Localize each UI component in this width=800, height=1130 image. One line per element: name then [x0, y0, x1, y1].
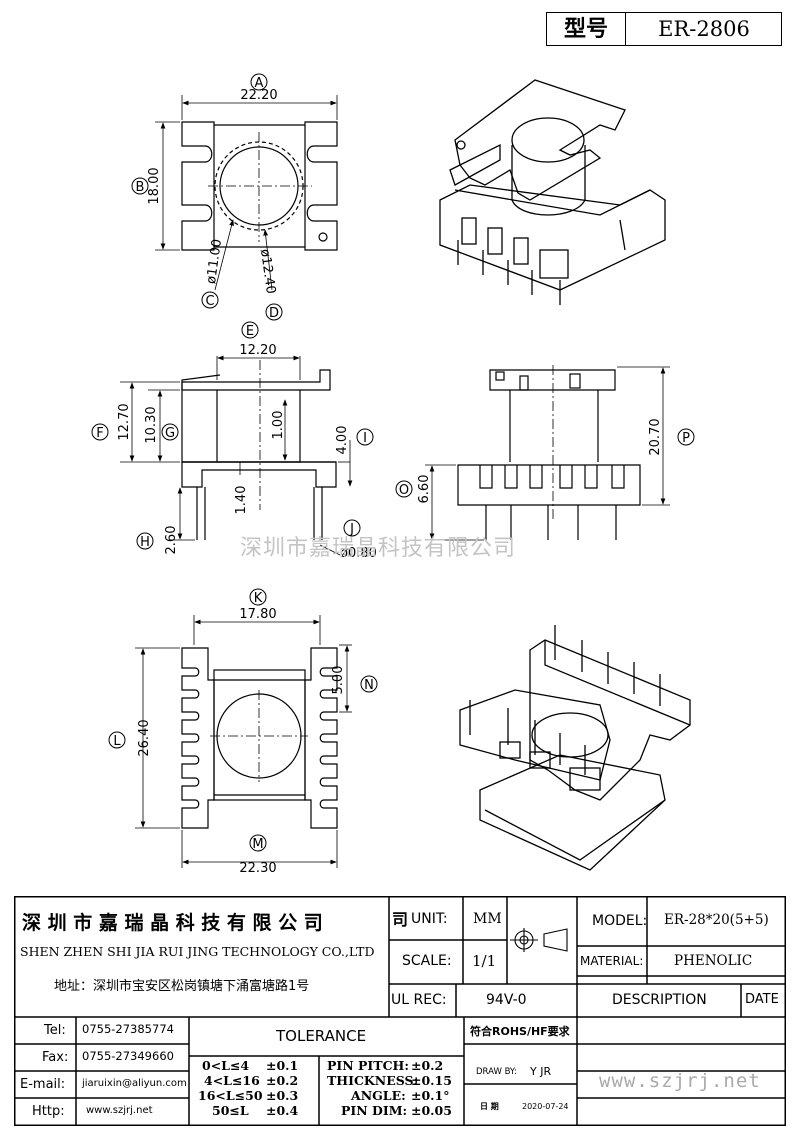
dim-A-letter: A [255, 76, 264, 91]
dim-L-value: 26.40 [137, 719, 152, 756]
unit-label: UNIT: [411, 911, 448, 927]
dim-J-letter: J [349, 522, 354, 537]
contact-tel-value: 0755-27385774 [82, 1022, 174, 1036]
top-view [131, 73, 338, 321]
contact-email-value: jiaruixin@aliyun.com [82, 1078, 187, 1089]
param-pin-dim-tol: ±0.05 [411, 1103, 452, 1118]
dim-D-value: ø12.40 [257, 248, 278, 295]
dim-J-value: ø0.80 [340, 546, 377, 561]
dim-F-value: 12.70 [117, 403, 132, 440]
tolerance-range-1: 0<L≤4 [202, 1058, 250, 1073]
date-value: 2020-07-24 [522, 1102, 569, 1111]
technical-drawing: A 22.20 B 18.00 C ø11.00 D ø12.40 [91, 73, 695, 876]
description-label: DESCRIPTION [612, 992, 707, 1008]
header-type-label: 型号 [547, 13, 626, 45]
contact-http-value: www.szjrj.net [86, 1105, 153, 1116]
rohs-compliance: 符合ROHS/HF要求 [470, 1025, 570, 1038]
front-view [91, 321, 374, 556]
dim-N-value: 5.00 [331, 666, 346, 695]
dim-K-letter: K [254, 591, 263, 606]
contact-fax-value: 0755-27349660 [82, 1049, 174, 1063]
dim-inner-1: 1.00 [271, 411, 286, 440]
bottom-view [108, 588, 378, 868]
param-angle: ANGLE: [351, 1088, 406, 1103]
param-pin-pitch: PIN PITCH: [327, 1058, 409, 1073]
scale-value: 1/1 [472, 952, 497, 970]
tolerance-tol-4: ±0.4 [266, 1103, 299, 1118]
date-label: 日 期 [480, 1102, 499, 1111]
header-model-box: 型号 ER-2806 [546, 12, 782, 46]
dim-P-letter: P [682, 431, 690, 446]
ul-label: UL REC: [391, 992, 447, 1008]
header-model-code: ER-2806 [658, 17, 750, 41]
dim-I-value: 4.00 [335, 426, 350, 455]
locator-hole [318, 232, 328, 242]
watermark-text: 深圳市嘉瑞晶科技有限公司 [240, 536, 517, 561]
param-angle-tol: ±0.1° [411, 1088, 450, 1103]
scale-label: SCALE: [402, 953, 452, 969]
contact-tel-label: Tel: [44, 1023, 66, 1038]
param-pin-pitch-tol: ±0.2 [411, 1058, 444, 1073]
dim-A-value: 22.20 [240, 88, 277, 103]
dim-N-letter: N [364, 678, 374, 693]
dim-E-value: 12.20 [239, 343, 276, 358]
contact-http-label: Http: [32, 1104, 65, 1119]
dim-M-letter: M [252, 837, 263, 852]
dim-L-letter: L [113, 734, 121, 749]
tolerance-tol-3: ±0.3 [266, 1088, 299, 1103]
dim-K-value: 17.80 [239, 607, 276, 622]
tolerance-title: TOLERANCE [276, 1027, 367, 1045]
dim-B-letter: B [136, 180, 145, 195]
isometric-view-bottom [459, 625, 691, 871]
param-pin-dim: PIN DIM: [341, 1103, 408, 1118]
company-name-en: SHEN ZHEN SHI JIA RUI JING TECHNOLOGY CO… [20, 944, 375, 959]
material-label: MATERIAL: [580, 954, 644, 968]
contact-email-label: E-mail: [20, 1077, 66, 1092]
dim-O-value: 6.60 [417, 475, 432, 504]
tolerance-tol-2: ±0.2 [266, 1073, 299, 1088]
contact-fax-label: Fax: [42, 1050, 69, 1065]
model-value: ER-28*20(5+5) [664, 912, 769, 928]
tolerance-range-3: 16<L≤50 [198, 1088, 263, 1103]
dim-I-letter: I [363, 431, 367, 446]
dim-O-letter: O [399, 483, 409, 498]
unit-prefix: 司 [392, 910, 409, 929]
dim-E-letter: E [246, 324, 254, 339]
dim-C-letter: C [205, 294, 214, 309]
tolerance-range-2: 4<L≤16 [204, 1073, 260, 1088]
dim-D-letter: D [269, 306, 279, 321]
dim-C-value: ø11.00 [204, 238, 225, 285]
ul-value: 94V-0 [486, 992, 527, 1008]
dim-F-letter: F [96, 426, 103, 441]
draw-by-value: Y JR [530, 1065, 552, 1078]
param-thickness: THICKNESS: [327, 1073, 419, 1088]
projection-symbol [510, 928, 568, 952]
tolerance-range-4: 50≤L [212, 1103, 249, 1118]
dim-H-letter: H [140, 535, 150, 550]
draw-by-label: DRAW BY: [476, 1067, 517, 1077]
dim-H-value: 2.60 [164, 526, 179, 555]
top-view-outline [181, 121, 338, 251]
dim-G-value: 10.30 [144, 406, 159, 443]
company-address: 地址：深圳市宝安区松岗镇塘下涌富塘路1号 [54, 979, 310, 994]
unit-value: MM [473, 911, 502, 927]
side-view [395, 365, 695, 541]
tolerance-tol-1: ±0.1 [266, 1058, 299, 1073]
material-value: PHENOLIC [674, 953, 753, 969]
title-block: 深 圳 市 嘉 瑞 晶 科 技 有 限 公 司 SHEN ZHEN SHI JI… [14, 896, 786, 1126]
dim-B-value: 18.00 [147, 167, 162, 204]
dim-inner-2: 1.40 [234, 486, 249, 515]
dim-M-value: 22.30 [239, 861, 276, 876]
isometric-view-top [439, 79, 666, 305]
date-header: DATE [745, 992, 779, 1007]
param-thickness-tol: ±0.15 [411, 1073, 452, 1088]
model-label: MODEL: [592, 913, 648, 929]
title-block-grid [14, 896, 786, 1126]
dim-P-value: 20.70 [648, 418, 663, 455]
website-watermark: www.szjrj.net [599, 1070, 761, 1092]
dim-G-letter: G [165, 426, 175, 441]
company-name-cn: 深 圳 市 嘉 瑞 晶 科 技 有 限 公 司 [22, 912, 323, 934]
